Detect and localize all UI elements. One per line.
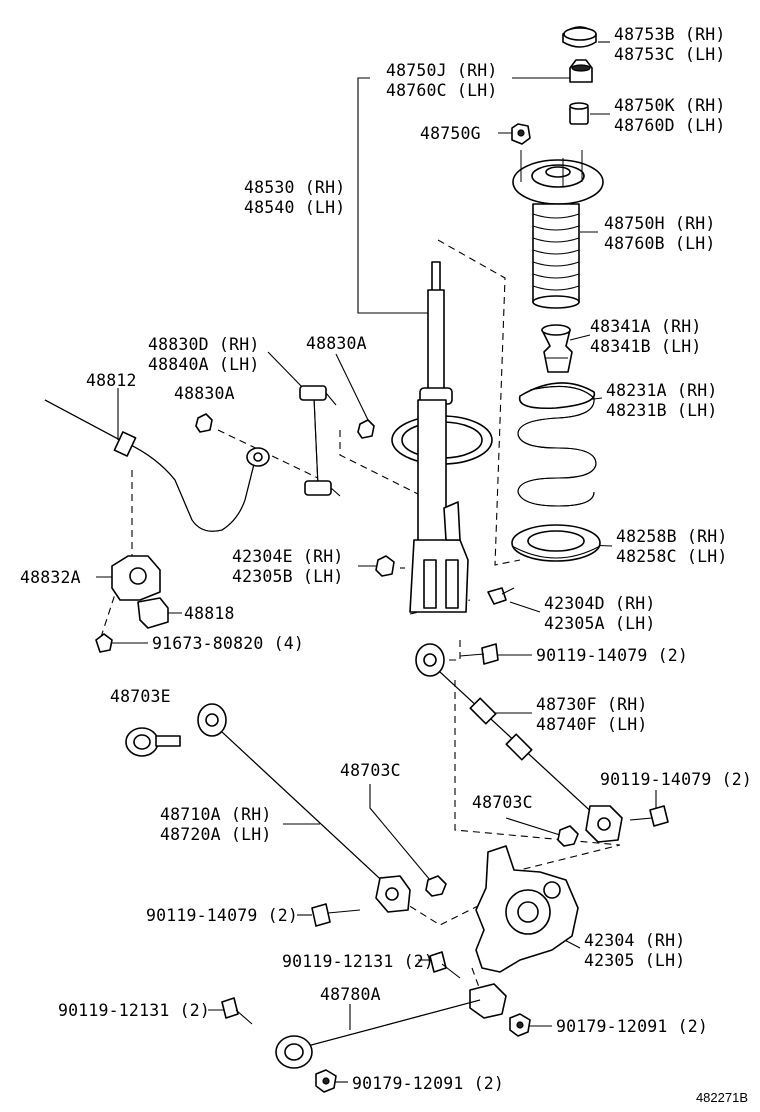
label-90119-b: 90119-14079 (2) <box>600 770 752 789</box>
label-48780a: 48780A <box>320 985 381 1004</box>
label-48750g: 48750G <box>420 124 481 143</box>
diagram-reference-code: 482271B <box>696 1090 748 1105</box>
label-90119-a: 90119-14079 (2) <box>536 646 688 665</box>
label-48703c-center: 48703C <box>340 761 401 780</box>
label-90179-a: 90179-12091 (2) <box>556 1017 708 1036</box>
label-42304d: 42304D (RH) 42305A (LH) <box>544 594 666 633</box>
stabilizer-link <box>195 385 375 497</box>
label-48710a: 48710A (RH) 48720A (LH) <box>160 805 282 844</box>
label-42304: 42304 (RH) 42305 (LH) <box>584 931 695 970</box>
upper-arm-48730f <box>415 643 623 843</box>
label-90179-b: 90179-12091 (2) <box>352 1074 504 1093</box>
lower-arm-48710a <box>197 703 411 913</box>
label-48750k: 48750K (RH) 48760D (LH) <box>614 96 736 135</box>
stabilizer-bushing <box>95 555 169 653</box>
mount-collar <box>569 102 589 125</box>
label-48812: 48812 <box>86 371 137 390</box>
label-48750j: 48750J (RH) 48760C (LH) <box>386 61 508 100</box>
label-42304e: 42304E (RH) 42305B (LH) <box>232 547 354 586</box>
label-90119-c: 90119-14079 (2) <box>146 906 298 925</box>
label-48730f: 48730F (RH) 48740F (LH) <box>536 695 658 734</box>
part-labels: 48753B (RH) 48753C (LH) 48750J (RH) 4876… <box>20 25 752 1105</box>
mount-nut <box>569 59 593 83</box>
rear-link-48780a <box>275 983 507 1069</box>
lower-insulator <box>511 524 601 562</box>
mount-stud-nut <box>511 123 531 145</box>
label-48830d: 48830D (RH) 48840A (LH) <box>148 335 270 374</box>
bushing-48703e <box>125 727 181 757</box>
coil-spring <box>517 382 597 507</box>
shock-absorber <box>391 261 493 613</box>
label-48753: 48753B (RH) 48753C (LH) <box>614 25 736 64</box>
label-48530: 48530 (RH) 48540 (LH) <box>244 178 355 217</box>
label-48703c-right: 48703C <box>472 793 533 812</box>
label-48703e: 48703E <box>110 687 171 706</box>
label-48818: 48818 <box>184 604 235 623</box>
knuckle <box>475 845 579 973</box>
label-91673: 91673-80820 (4) <box>152 634 304 653</box>
label-48258: 48258B (RH) 48258C (LH) <box>616 527 738 566</box>
mount-cap <box>562 26 597 48</box>
label-90119-d: 90119-12131 (2) <box>282 952 434 971</box>
label-48750h: 48750H (RH) 48760B (LH) <box>604 214 726 253</box>
bump-stop <box>541 324 573 373</box>
label-48231: 48231A (RH) 48231B (LH) <box>606 381 728 420</box>
stabilizer-bar <box>44 399 270 532</box>
fasteners <box>221 555 669 1093</box>
label-90119-e: 90119-12131 (2) <box>58 1001 210 1020</box>
upper-mount-bellows <box>512 150 604 309</box>
label-48832a: 48832A <box>20 568 81 587</box>
leader-lines <box>96 41 657 1083</box>
label-48830a-left: 48830A <box>174 384 235 403</box>
strut-top-parts <box>511 26 604 373</box>
label-48341: 48341A (RH) 48341B (LH) <box>590 317 712 356</box>
label-48830a-top: 48830A <box>306 334 367 353</box>
